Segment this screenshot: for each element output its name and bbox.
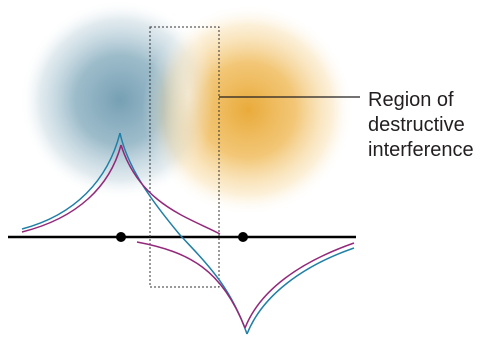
- label-line-1: Region of: [368, 89, 454, 111]
- right-point-marker: [238, 232, 248, 242]
- destructive-region-box: [149, 26, 220, 288]
- wave-curve-teal-left: [21, 132, 121, 230]
- label-line-2: destructive: [368, 114, 465, 136]
- wave-curve-teal-right: [246, 247, 355, 335]
- destructive-interference-label: Region of destructive interference: [368, 88, 488, 163]
- wave-curve-magenta-right: [244, 242, 355, 329]
- label-line-3: interference: [368, 139, 474, 161]
- interference-highlight: [162, 25, 214, 165]
- left-point-marker: [116, 232, 126, 242]
- wave-curve-magenta-left: [21, 144, 122, 233]
- wave-curve-magenta-rising: [136, 241, 246, 329]
- wave-curve-magenta-falling: [120, 144, 221, 235]
